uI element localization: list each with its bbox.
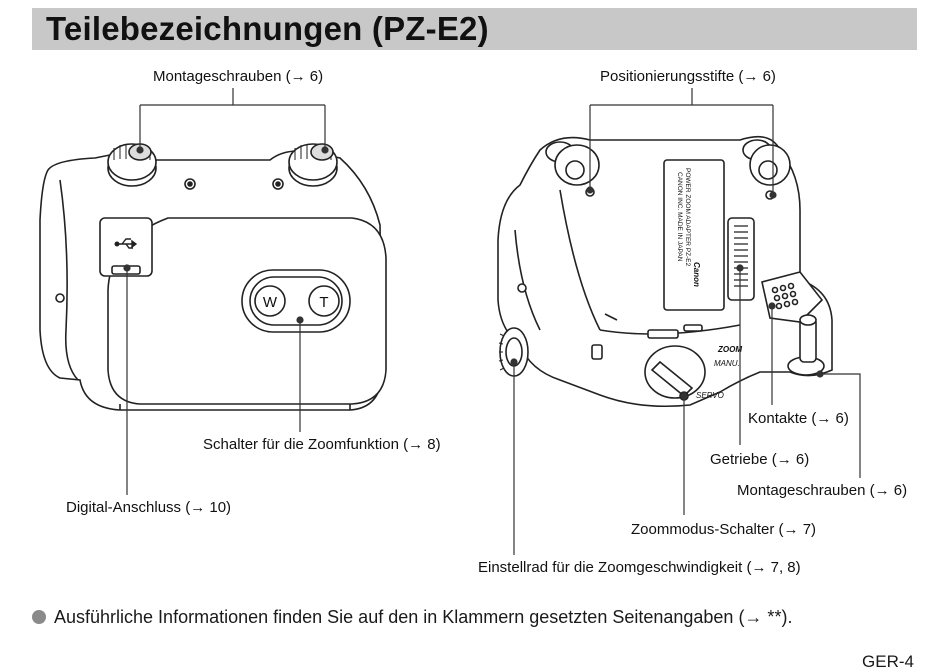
- contacts: [761, 271, 824, 323]
- parts-diagram: W T: [39, 88, 861, 555]
- info-note: Ausführliche Informationen finden Sie au…: [32, 607, 792, 628]
- zoom-speed-dial: [498, 327, 529, 377]
- mode-manu-label: MANU.: [714, 359, 740, 368]
- gear: [727, 217, 755, 301]
- page-number: GER-4: [862, 652, 914, 671]
- title-bar: Teilebezeichnungen (PZ-E2): [32, 8, 917, 50]
- label-maker-text: CANON INC. MADE IN JAPAN: [676, 172, 683, 262]
- callout-zoom-switch: Schalter für die Zoomfunktion (→ 8): [203, 436, 441, 453]
- mounting-screw-left-b: [288, 143, 338, 187]
- mounting-screw-right: [787, 314, 825, 376]
- zoom-w-label: W: [263, 294, 278, 311]
- page-title: Teilebezeichnungen (PZ-E2): [46, 10, 489, 47]
- mounting-screw-left-a: [107, 143, 157, 187]
- mode-servo-label: SERVO: [696, 391, 724, 400]
- label-model-text: POWER ZOOM ADAPTER PZ-E2: [684, 168, 691, 267]
- callout-positioning-pins: Positionierungsstifte (→ 6): [600, 68, 776, 85]
- device-right-illustration: [497, 135, 833, 408]
- brand-logo-text: Canon: [692, 262, 701, 287]
- usb-icon: [114, 238, 138, 249]
- callout-gears: Getriebe (→ 6): [710, 451, 810, 468]
- callout-zoom-mode-switch: Zoommodus-Schalter (→ 7): [631, 521, 817, 538]
- mode-zoom-label: ZOOM: [717, 345, 742, 354]
- info-note-text: Ausführliche Informationen finden Sie au…: [54, 607, 793, 627]
- zoom-switch: [241, 269, 351, 333]
- callout-zoom-speed-dial: Einstellrad für die Zoomgeschwindigkeit …: [478, 559, 801, 576]
- bullet-icon: [32, 610, 46, 624]
- zoom-t-label: T: [319, 294, 328, 311]
- callout-contacts: Kontakte (→ 6): [748, 410, 849, 427]
- callout-digital-terminal: Digital-Anschluss (→ 10): [66, 499, 232, 516]
- callout-mounting-screws-left: Montageschrauben (→ 6): [153, 68, 324, 85]
- device-left-illustration: [39, 143, 387, 411]
- callout-mounting-screws-right: Montageschrauben (→ 6): [737, 482, 908, 499]
- callout-leaders: [123, 88, 861, 555]
